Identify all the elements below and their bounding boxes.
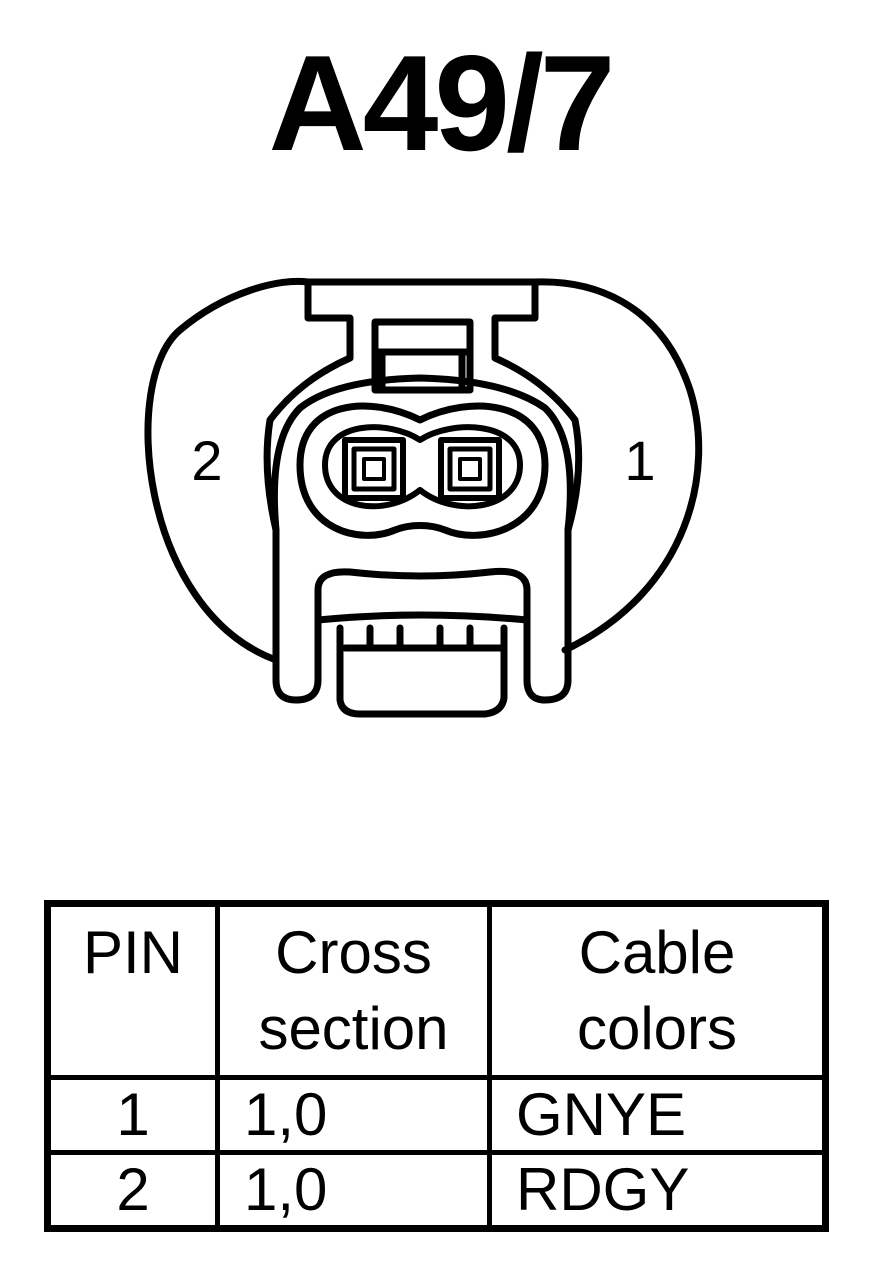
cell-cross-section: 1,0 [215, 1150, 492, 1231]
lower-keying [314, 567, 531, 594]
contact-cavity [296, 402, 549, 539]
cell-pin: 2 [45, 1150, 220, 1231]
header-cable-colors: Cable colors [487, 901, 828, 1080]
contact-pin-1 [438, 437, 502, 501]
contact-pin-2 [342, 437, 406, 501]
cell-cross-section: 1,0 [215, 1075, 492, 1155]
header-pin: PIN [45, 901, 220, 1080]
cell-pin: 1 [45, 1075, 220, 1155]
pin-assignment-table: PIN Cross section Cable colors 1 1,0 GNY… [44, 900, 829, 1232]
pin-label-2: 2 [191, 429, 222, 492]
cell-cable-color: GNYE [487, 1075, 828, 1155]
housing-outline [144, 277, 703, 664]
cell-cable-color: RDGY [487, 1150, 828, 1231]
pin-label-1: 1 [624, 429, 655, 492]
table-row: 2 1,0 RDGY [45, 1150, 828, 1231]
bottom-latch [336, 624, 508, 718]
table-row: 1 1,0 GNYE [45, 1075, 828, 1155]
connector-face-diagram: 2 1 [144, 277, 703, 718]
connector-title: A49/7 [268, 27, 616, 179]
latch-window [371, 318, 474, 394]
latch-tab [263, 278, 583, 534]
table-header-row: PIN Cross section Cable colors [45, 901, 828, 1080]
inner-body [270, 374, 574, 704]
header-cross-section: Cross section [215, 901, 492, 1080]
